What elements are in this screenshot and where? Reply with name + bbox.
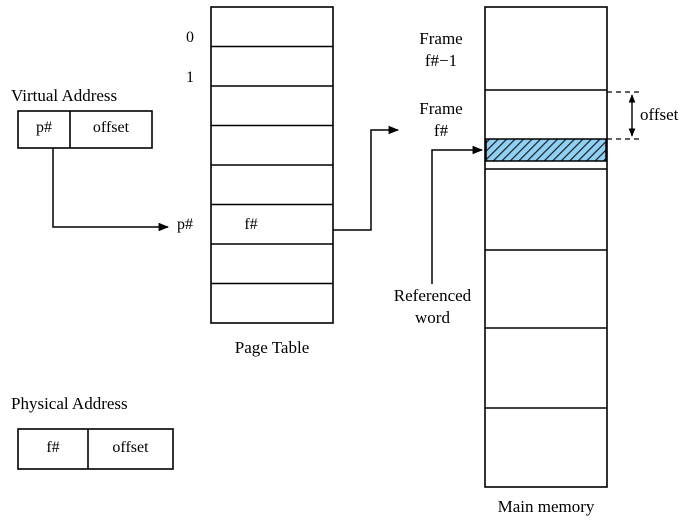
page-table-index-1: 1 <box>186 69 194 86</box>
physical-address-box <box>17 428 174 470</box>
referenced-word-label-line2: word <box>415 308 450 327</box>
physical-address-caption: Physical Address <box>11 394 128 413</box>
main-memory-grid <box>484 6 608 488</box>
referenced-word-connector <box>431 145 484 284</box>
page-table-index-0: 0 <box>186 29 194 46</box>
referenced-word-label-line1: Referenced <box>393 286 472 305</box>
virtual-address-offset-field: offset <box>92 119 130 136</box>
physical-address-frame-field: f# <box>46 439 60 456</box>
physical-address-offset-field: offset <box>112 439 149 456</box>
virtual-address-caption: Virtual Address <box>11 86 118 105</box>
page-table-caption: Page Table <box>234 338 310 357</box>
main-memory-caption: Main memory <box>497 497 595 516</box>
frame-prev-label-line1: Frame <box>419 29 463 48</box>
virtual-address-box <box>17 110 153 149</box>
frame-current-label-line1: Frame <box>419 99 463 118</box>
frame-number-connector <box>333 125 400 231</box>
frame-current-label-line2: f# <box>433 121 449 140</box>
referenced-word-cell <box>485 138 607 162</box>
virtual-page-number-connector <box>52 148 170 232</box>
page-table-index-pnum: p# <box>177 216 193 233</box>
offset-bracket <box>607 91 643 140</box>
frame-prev-label-line2: f#−1 <box>424 51 458 70</box>
page-table-frame-entry: f# <box>244 216 258 233</box>
offset-bracket-label: offset <box>640 105 679 124</box>
page-table-grid <box>210 6 334 324</box>
virtual-address-page-field: p# <box>36 119 52 136</box>
